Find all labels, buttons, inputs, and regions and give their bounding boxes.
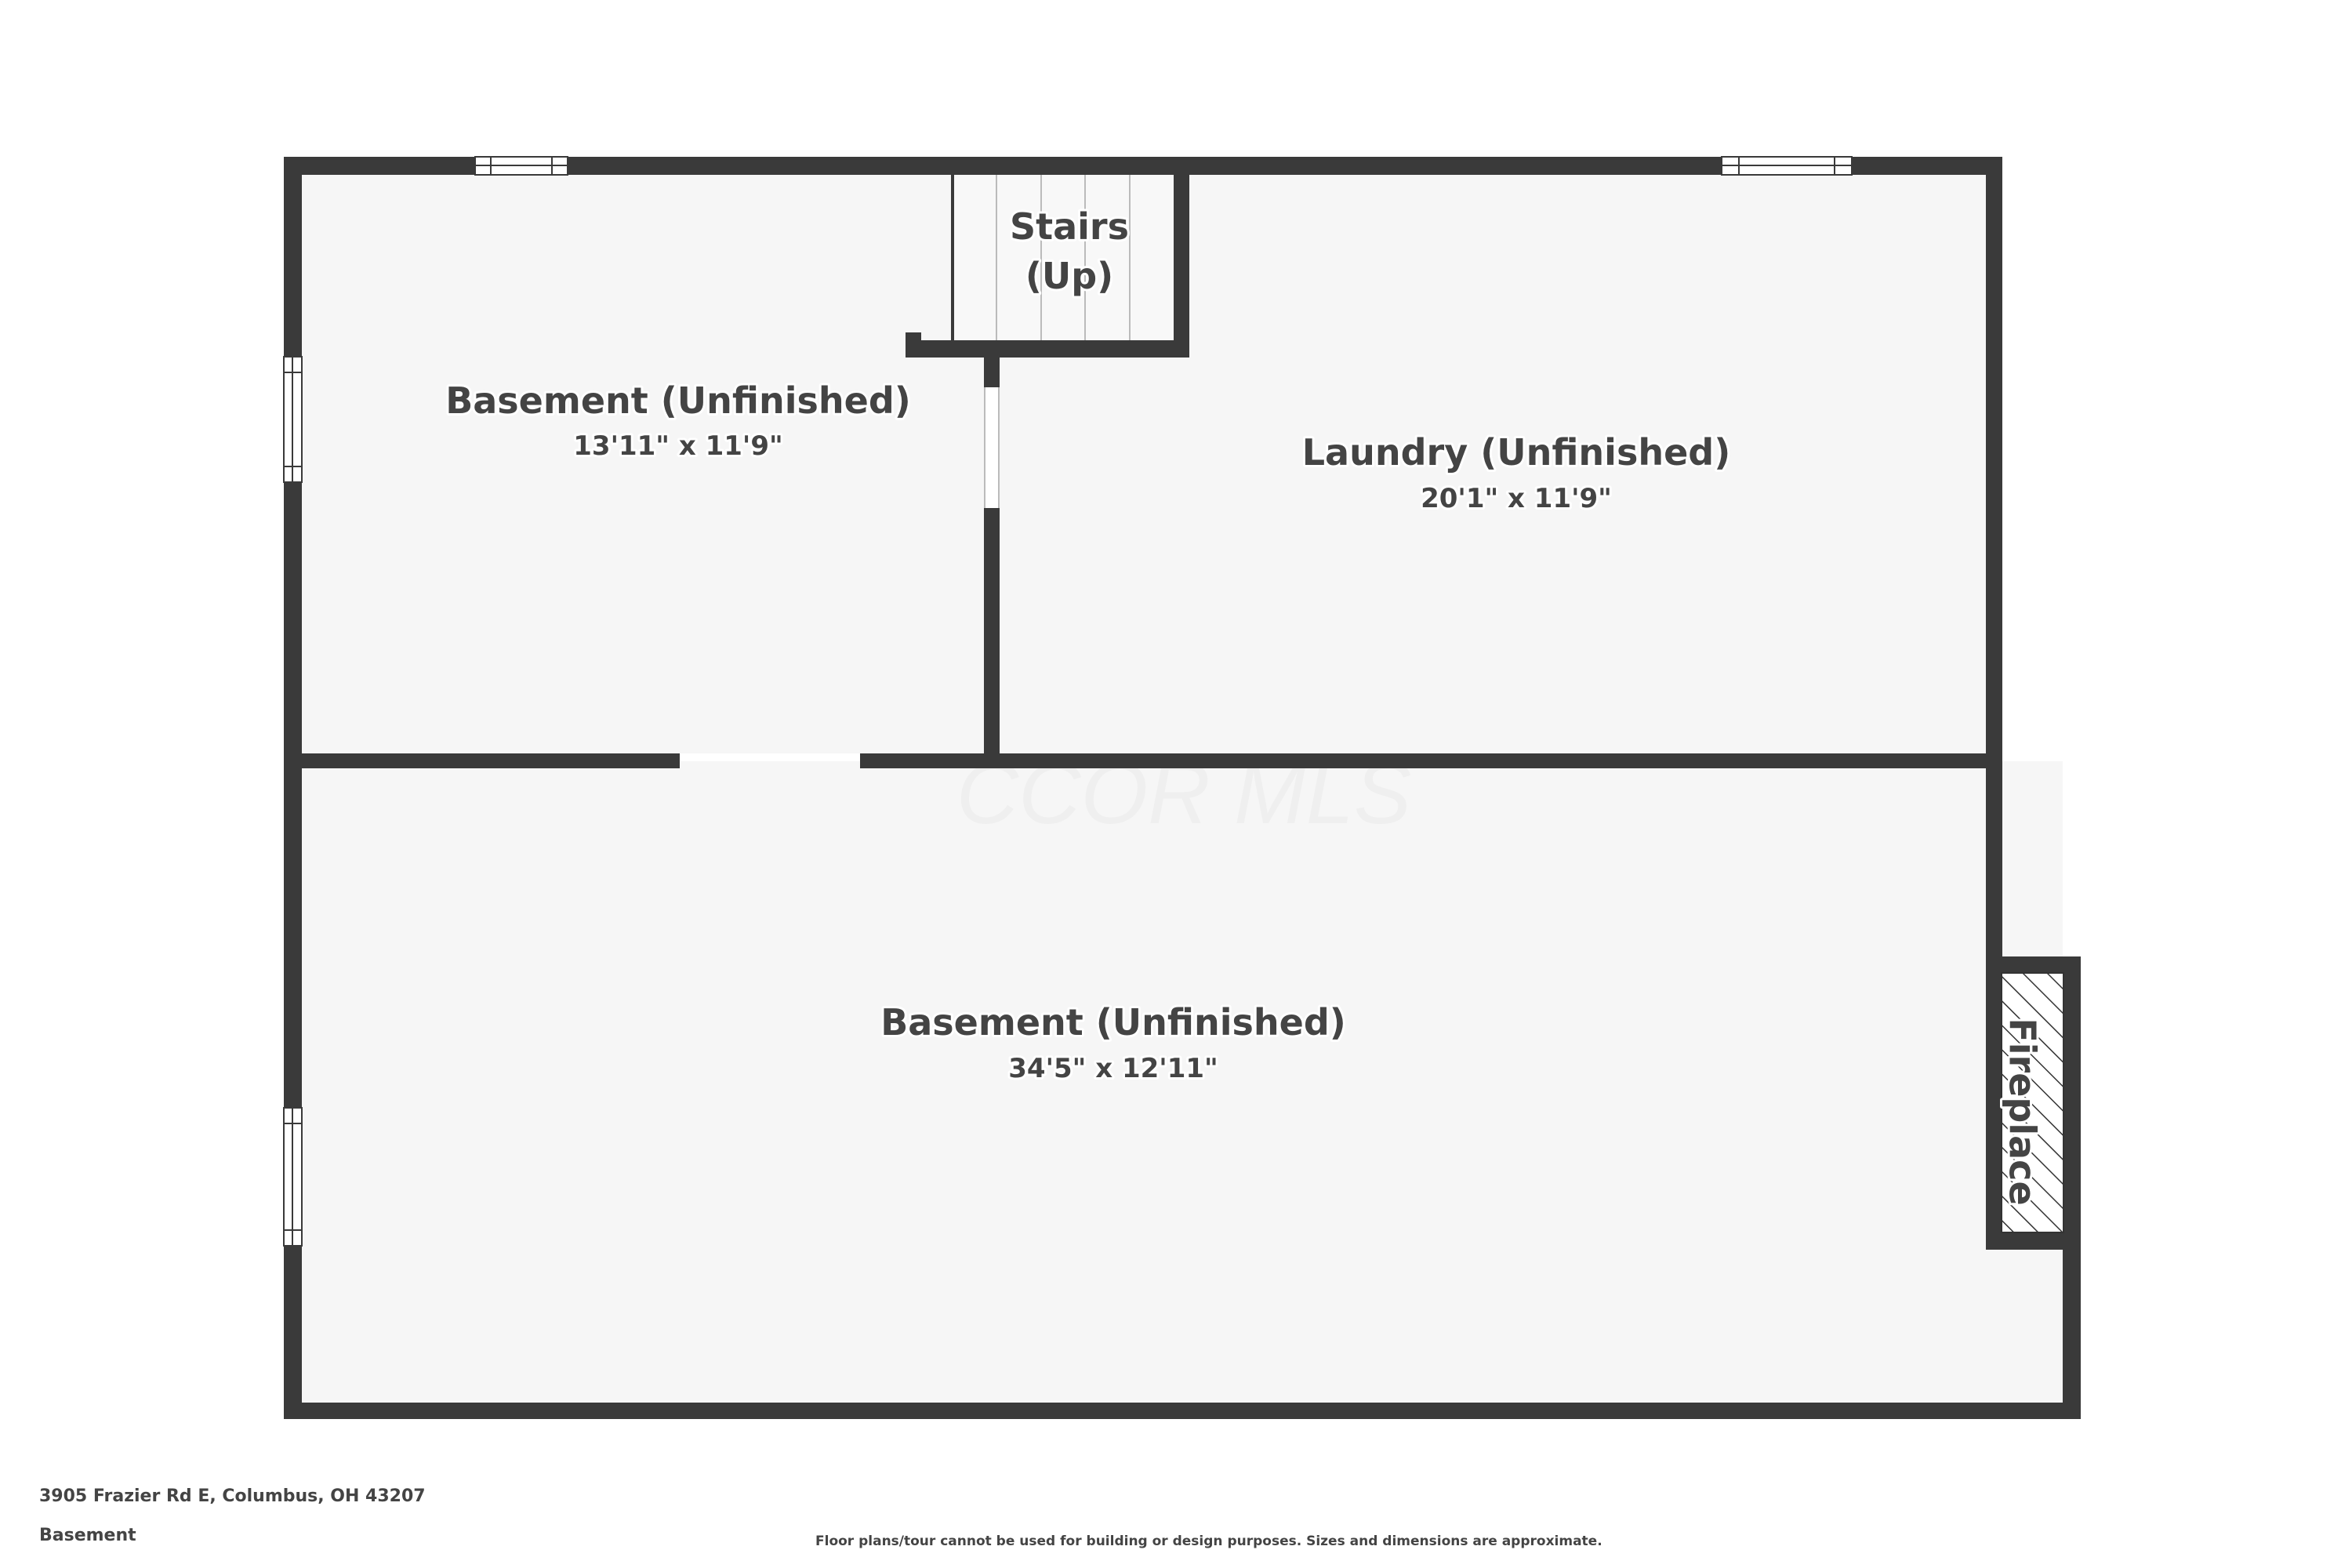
floor-name: Basement [39, 1526, 136, 1545]
property-address: 3905 Frazier Rd E, Columbus, OH 43207 [39, 1486, 426, 1506]
disclaimer-text: Floor plans/tour cannot be used for buil… [815, 1534, 1602, 1549]
floor-fill-top-left [302, 175, 992, 753]
floor-fill-bottom [302, 761, 2063, 1403]
stair-treads [996, 175, 1131, 340]
stairs-stub [906, 332, 921, 358]
wall-middle-left [284, 753, 680, 768]
room-name-laundry: Laundry (Unfinished) [1302, 431, 1730, 474]
room-dimensions-laundry: 20'1" x 11'9" [1421, 483, 1612, 514]
stairs-label-line1: Stairs [1010, 205, 1129, 248]
wall-divider-lower [984, 508, 1000, 768]
doorway-opening [985, 387, 999, 508]
stairs-wall-right [1174, 157, 1189, 358]
wall-right-upper [1986, 157, 2002, 956]
stairs-wall-left [951, 175, 954, 340]
window-left-lower [283, 1107, 303, 1247]
window-top-right [1721, 156, 1853, 176]
stairs-label-line2: (Up) [1025, 255, 1113, 297]
stairs-wall-bottom [906, 340, 1189, 358]
window-top-left [474, 156, 568, 176]
room-dimensions-basement-bottom: 34'5" x 12'11" [1008, 1053, 1218, 1084]
wall-bottom [284, 1403, 2081, 1419]
wall-top [284, 157, 2002, 175]
room-name-basement-bottom: Basement (Unfinished) [880, 1001, 1346, 1044]
wall-middle-right [860, 753, 2002, 768]
stairs-fill [953, 175, 1181, 344]
fireplace-label: Fireplace [2002, 1018, 2044, 1205]
window-left-upper [283, 356, 303, 483]
fireplace-hearth [2001, 972, 2064, 1233]
room-dimensions-basement-top-left: 13'11" x 11'9" [573, 430, 782, 462]
room-name-basement-top-left: Basement (Unfinished) [445, 379, 911, 422]
